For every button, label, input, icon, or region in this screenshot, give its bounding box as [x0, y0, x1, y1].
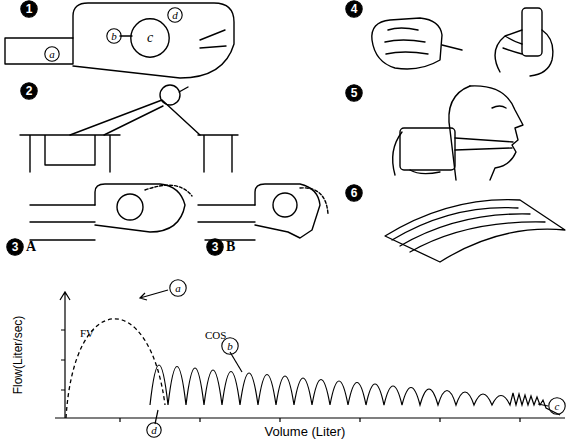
- device-housing: [255, 184, 320, 238]
- mouthpiece: [455, 138, 513, 150]
- face-profile: [470, 86, 523, 180]
- callout-letter: c: [130, 18, 170, 58]
- circle-outline: [45, 47, 59, 61]
- step-number: 1: [20, 0, 38, 18]
- callout-letter: c: [548, 397, 566, 415]
- step-number-badge: 3: [206, 238, 224, 256]
- circle-outline: [346, 185, 362, 201]
- callout-letter: a: [169, 279, 187, 297]
- step-number: 5: [345, 84, 363, 102]
- device-edge: [442, 45, 462, 50]
- callout-letter: a: [44, 46, 60, 62]
- callout-letter-text: c: [130, 18, 170, 58]
- step-3b-device: [198, 184, 328, 240]
- swing-path: [145, 185, 192, 196]
- circle-outline: [7, 239, 23, 255]
- hand-outline: [495, 30, 553, 76]
- step-number-badge: 2: [20, 82, 38, 100]
- callout-letter-text: b: [106, 28, 122, 44]
- hand-outline: [393, 132, 440, 175]
- step-3a-device: [30, 184, 192, 240]
- step-number: 3: [206, 238, 224, 256]
- finger-line: [385, 28, 428, 54]
- pin: [179, 87, 188, 92]
- circle-outline: [346, 1, 362, 17]
- callout-letter-text: d: [146, 422, 162, 438]
- step-5-face: [393, 86, 523, 180]
- dial-circle: [273, 193, 297, 217]
- panel-letter: B: [226, 240, 235, 254]
- device-upright: [522, 8, 542, 56]
- flow-volume-chart: [55, 290, 565, 424]
- callout-letter: b: [106, 28, 122, 44]
- callout-letter: d: [167, 7, 183, 23]
- step-number-badge: 1: [20, 0, 38, 18]
- circle-outline: [549, 398, 565, 414]
- circle-outline: [107, 29, 121, 43]
- card-edge: [392, 208, 545, 252]
- base-line: [30, 239, 95, 240]
- leader-line: [538, 404, 548, 406]
- circle-outline: [168, 8, 182, 22]
- step-number: 2: [20, 82, 38, 100]
- x-axis: [55, 417, 565, 418]
- circle-outline: [131, 19, 169, 57]
- panel-letter: A: [26, 240, 36, 254]
- tube-line: [198, 205, 255, 222]
- step-number-badge: 3: [6, 238, 24, 256]
- step-number-badge: 6: [345, 184, 363, 202]
- ball: [160, 85, 180, 105]
- table-right: [198, 135, 238, 172]
- axis-tick: [61, 330, 520, 422]
- leader-arrow: [140, 290, 168, 300]
- leader-line: [230, 352, 242, 372]
- step-number-badge: 5: [345, 84, 363, 102]
- leader-line: [155, 410, 158, 424]
- slider-line: [200, 30, 226, 48]
- step-number: 3: [6, 238, 24, 256]
- callout-letter-text: d: [167, 7, 183, 23]
- curve-label: COS: [205, 330, 226, 341]
- callout-letter: d: [146, 422, 162, 438]
- axis-title: Flow(Liter/sec): [12, 316, 24, 395]
- step-6-cards: [385, 200, 565, 262]
- callout-letter-text: c: [548, 397, 566, 415]
- hand-outline: [372, 18, 442, 69]
- device-housing: [73, 3, 234, 78]
- axis-title: Volume (Liter): [265, 425, 346, 438]
- head-back: [449, 86, 470, 180]
- y-axis: [60, 292, 70, 418]
- device-housing: [95, 184, 185, 232]
- triangle-support: [70, 100, 200, 135]
- callout-letter-text: a: [169, 279, 187, 297]
- circle-outline: [21, 1, 37, 17]
- step-number-badge: 4: [345, 0, 363, 18]
- circle-outline: [21, 83, 37, 99]
- circle-outline: [207, 239, 223, 255]
- circle-outline: [346, 85, 362, 101]
- mouthpiece-tube: [5, 38, 73, 64]
- swing-path: [300, 188, 328, 214]
- device-body: [400, 128, 455, 170]
- eye: [492, 106, 506, 108]
- table-left: [20, 135, 120, 172]
- circle-outline: [147, 423, 161, 437]
- card-outline: [385, 200, 565, 262]
- circle-outline: [170, 280, 186, 296]
- step-1-device: [5, 3, 234, 78]
- step-number: 6: [345, 184, 363, 202]
- curve-label: FV: [80, 328, 94, 339]
- step-number: 4: [345, 0, 363, 18]
- tube-line: [30, 205, 95, 222]
- cos-curve: [150, 365, 560, 415]
- step-2-stand: [20, 85, 238, 172]
- dial-circle: [117, 194, 143, 220]
- step-4-hands: [372, 8, 553, 76]
- callout-letter-text: a: [44, 46, 60, 62]
